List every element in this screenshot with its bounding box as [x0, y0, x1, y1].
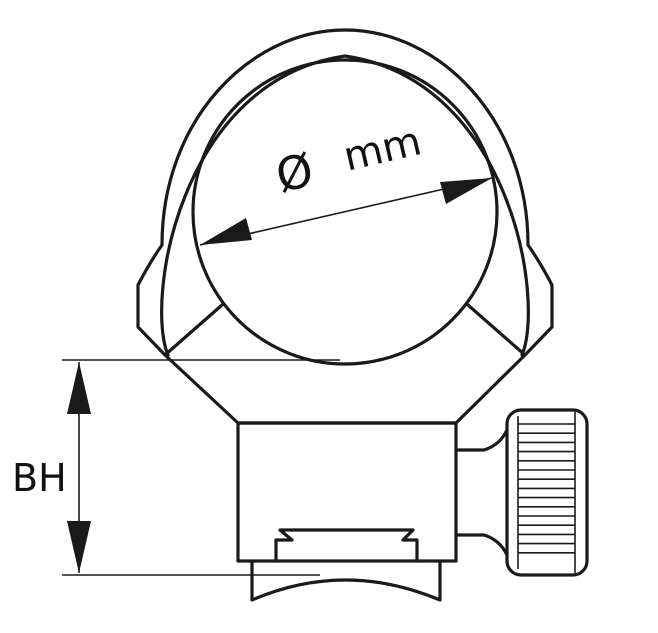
mount-base-block	[236, 421, 458, 563]
ring-inner-bore	[191, 58, 499, 366]
diameter-arrowhead-left	[200, 218, 252, 245]
dovetail-notch	[274, 528, 419, 563]
rail-saddle	[250, 559, 442, 602]
ring-inner-rim	[163, 303, 527, 357]
clamp-knob-knurling	[517, 416, 575, 569]
diameter-arrowhead-right	[440, 178, 492, 204]
bh-arrowhead-bottom	[67, 521, 91, 573]
bh-arrowhead-top	[67, 362, 91, 414]
ring-clamp-band	[160, 54, 530, 357]
diameter-unit: mm	[339, 118, 425, 180]
clamp-bolt-shaft	[454, 428, 509, 557]
clamp-knob	[505, 408, 589, 577]
base-height-label: BH	[12, 456, 67, 500]
ring-outer-outline	[136, 28, 554, 425]
diameter-symbol: Ø	[271, 142, 318, 203]
